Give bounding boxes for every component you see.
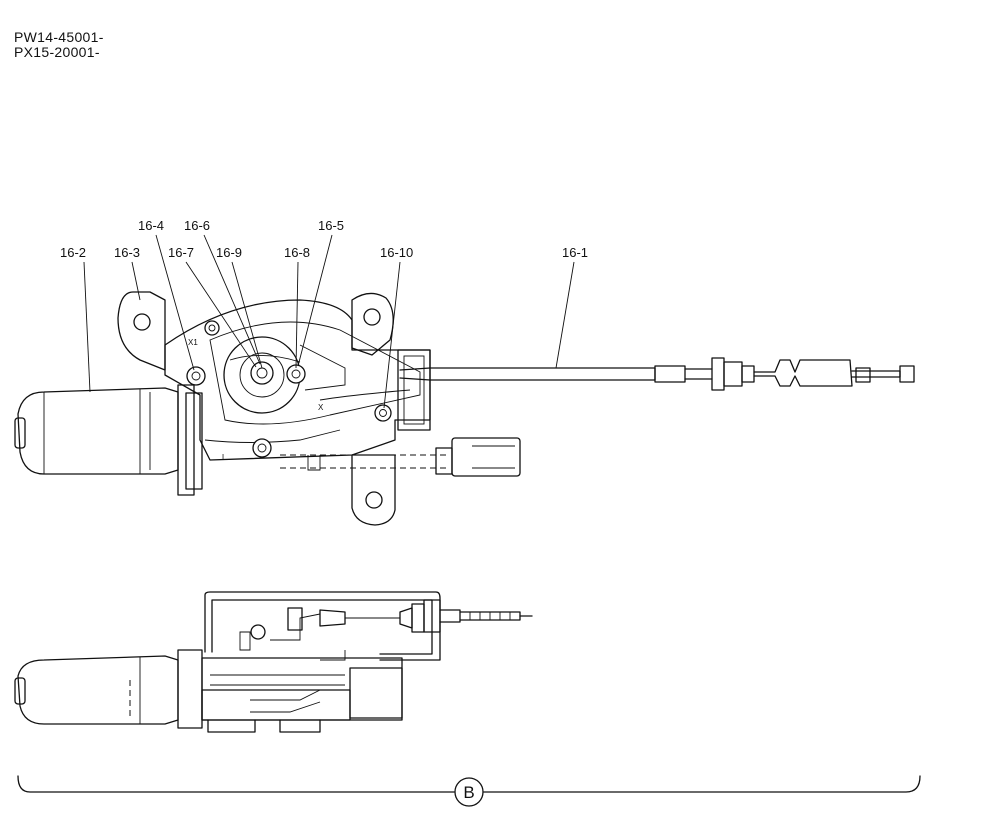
lower-bracket: [351, 349, 431, 526]
callout-16-2: 16-2: [60, 245, 86, 260]
svg-text:L: L: [222, 453, 227, 462]
callout-16-5: 16-5: [318, 218, 344, 233]
view-brace: B: [17, 775, 921, 807]
connector-top: [280, 437, 521, 477]
callout-16-4: 16-4: [138, 218, 164, 233]
actuator-side-view: [14, 591, 533, 733]
callout-16-3: 16-3: [114, 245, 140, 260]
svg-text:X: X: [318, 403, 324, 412]
serial-range-2: PX15-20001-: [14, 44, 100, 60]
fastener-16-10: [374, 404, 392, 422]
motor-top: [14, 384, 203, 496]
callout-16-9: 16-9: [216, 245, 242, 260]
fastener-lower: [252, 438, 272, 458]
callout-16-6: 16-6: [184, 218, 210, 233]
callout-16-10: 16-10: [380, 245, 413, 260]
callouts: 16-1 16-2 16-3 16-4 16-6 16-5 16-7 16-9 …: [60, 218, 588, 260]
svg-text:X1: X1: [188, 338, 198, 347]
fastener-16-4: [186, 366, 206, 386]
view-marker: [454, 777, 484, 807]
callout-16-8: 16-8: [284, 245, 310, 260]
housing-side: [177, 591, 441, 733]
callout-16-1: 16-1: [562, 245, 588, 260]
actuator-top-view: X1 X L: [14, 291, 915, 526]
fastener-upper: [204, 320, 220, 336]
leader-lines: [83, 234, 575, 409]
upper-bracket: [117, 291, 394, 371]
view-label: B: [463, 783, 474, 802]
control-cable-16-1: [399, 357, 915, 391]
cable-side: [399, 599, 533, 633]
fastener-16-6: [250, 361, 274, 385]
motor-side: [14, 655, 179, 725]
serial-range-1: PW14-45001-: [14, 29, 104, 45]
callout-16-7: 16-7: [168, 245, 194, 260]
